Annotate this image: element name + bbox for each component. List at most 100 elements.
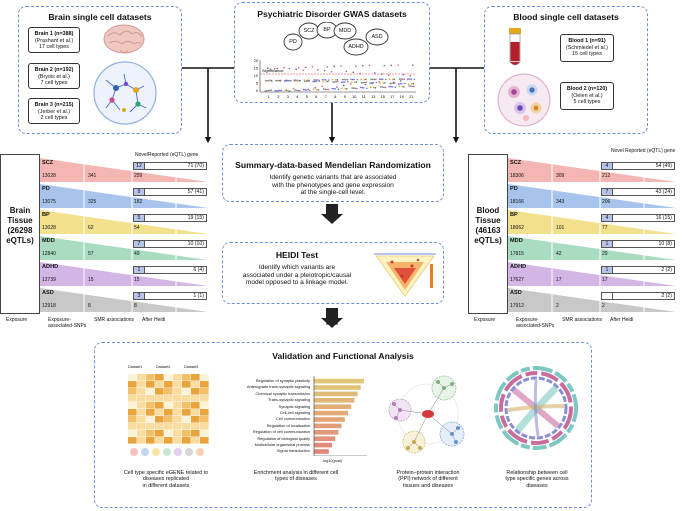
enrichment-term: Multicellular organismal process [254, 442, 310, 447]
heatmap-col-label: Dataset1 [128, 365, 143, 369]
caption-heatmap: Cell type specific eGENE related to dise… [108, 470, 224, 489]
heatmap-cell [173, 402, 182, 409]
blood-disease-name: PD [510, 186, 518, 192]
manhattan-point [372, 86, 375, 89]
manhattan-y-tick: 10 [254, 74, 258, 78]
manhattan-point [354, 87, 357, 90]
manhattan-point [365, 78, 367, 81]
brain-datasets-title: Brain single cell datasets [48, 12, 152, 22]
heatmap-cell [155, 374, 164, 381]
manhattan-point [361, 64, 364, 67]
heatmap-cell [164, 409, 173, 416]
manhattan-point [408, 78, 411, 80]
cell-type-dot [185, 448, 193, 456]
blood-exposure-snps: 18166 [510, 199, 524, 205]
manhattan-point [269, 68, 272, 71]
manhattan-point [359, 72, 361, 75]
heatmap-cell [128, 430, 137, 437]
heatmap-cell [191, 374, 200, 381]
heatmap-cell [200, 416, 209, 423]
caption-line: tissues and diseases [402, 482, 454, 489]
enrichment-bar [314, 442, 332, 448]
heatmap-cell [173, 416, 182, 423]
blood-header-novel: Novel [611, 148, 624, 154]
manhattan-point [359, 86, 362, 89]
manhattan-point [304, 89, 306, 91]
blood-novel-count [602, 293, 613, 299]
heatmap-cell [200, 430, 209, 437]
manhattan-point [380, 78, 382, 80]
brain-card-2: Brain 2 (n=192) (Bryois et al.) 7 cell t… [28, 63, 80, 89]
manhattan-point [314, 79, 317, 81]
manhattan-point [325, 80, 328, 83]
heatmap-cell [164, 430, 173, 437]
heatmap-cell [137, 374, 146, 381]
brain-smr-count: 62 [88, 225, 94, 231]
manhattan-point [285, 89, 288, 91]
blood-wedge [508, 184, 676, 208]
manhattan-point [412, 64, 414, 66]
brain-illustration [103, 24, 145, 54]
heatmap-cell [191, 409, 200, 416]
smr-title: Summary-data-based Mendelian Randomizati… [235, 160, 431, 170]
heatmap-cell [137, 416, 146, 423]
manhattan-point [321, 85, 323, 88]
blood-tissue-label-bg [468, 154, 508, 314]
manhattan-point [398, 85, 400, 87]
manhattan-y-tick: 20 [254, 59, 258, 63]
manhattan-point [302, 88, 305, 91]
manhattan-point [309, 89, 311, 92]
blood-novel-count: 1 [602, 241, 613, 247]
manhattan-point [399, 80, 402, 82]
manhattan-point [327, 80, 329, 83]
manhattan-x-tick: 7 [325, 95, 327, 99]
manhattan-x-tick: 3 [287, 95, 289, 99]
manhattan-point [332, 81, 334, 83]
manhattan-point [341, 78, 344, 81]
manhattan-point [342, 84, 345, 87]
manhattan-point [273, 68, 276, 70]
blood-footer-heidi: After Heidi [610, 317, 634, 323]
manhattan-point [337, 80, 339, 83]
manhattan-point [313, 80, 316, 83]
heatmap-cell [146, 430, 155, 437]
replication-heatmap [128, 374, 209, 456]
manhattan-x-tick: 21 [409, 95, 413, 99]
caption-line: types of diseases [275, 476, 317, 483]
heatmap-cell [173, 374, 182, 381]
heatmap-cell [146, 388, 155, 395]
heatmap-cell [137, 423, 146, 430]
manhattan-point [340, 81, 343, 84]
heatmap-cell [191, 395, 200, 402]
heatmap-col-label: Dataset3 [184, 365, 199, 369]
heatmap-cell [155, 381, 164, 388]
enrichment-term: Regulation of synaptic plasticity [255, 378, 310, 383]
manhattan-point [302, 69, 304, 72]
heatmap-cell [173, 381, 182, 388]
blood-card-types: 15 cell types [572, 51, 602, 58]
manhattan-point [361, 86, 363, 89]
heatmap-cell [128, 381, 137, 388]
manhattan-point [344, 87, 347, 90]
heatmap-cell [173, 395, 182, 402]
heatmap-cell [146, 381, 155, 388]
manhattan-point [381, 86, 384, 88]
blood-card-name: Blood 1 (n=91) [568, 38, 606, 44]
heatmap-cell [200, 409, 209, 416]
blood-heidi-count: 29 [602, 251, 608, 257]
heatmap-cell [128, 416, 137, 423]
manhattan-point [330, 70, 333, 73]
heatmap-cell [191, 430, 200, 437]
manhattan-point [394, 82, 396, 84]
brain-card-name: Brain 2 (n=192) [34, 67, 74, 73]
manhattan-point [312, 80, 314, 83]
manhattan-point [337, 88, 340, 91]
heatmap-cell [128, 374, 137, 381]
manhattan-point [408, 85, 410, 87]
manhattan-point [342, 81, 344, 83]
manhattan-point [275, 90, 278, 92]
blood-footer-exposure-snps: Exposure-associated-SNPs [516, 317, 555, 329]
manhattan-point [293, 80, 296, 82]
brain-disease-name: ASD [42, 290, 54, 296]
